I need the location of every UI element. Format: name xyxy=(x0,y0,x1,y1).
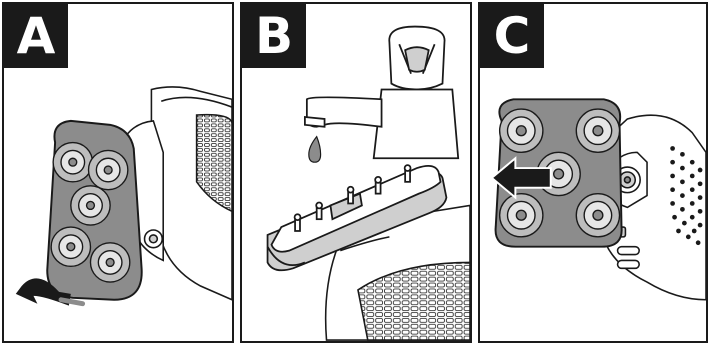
step-label-c: C xyxy=(480,4,544,68)
step-label-b: B xyxy=(242,4,306,68)
shaver-head xyxy=(47,121,141,300)
panel-b: B xyxy=(240,2,472,343)
faucet xyxy=(305,27,458,159)
panel-a: A xyxy=(2,2,234,343)
panel-c: C xyxy=(478,2,708,343)
water-drop-icon xyxy=(309,137,321,163)
step-label-a: A xyxy=(4,4,68,68)
